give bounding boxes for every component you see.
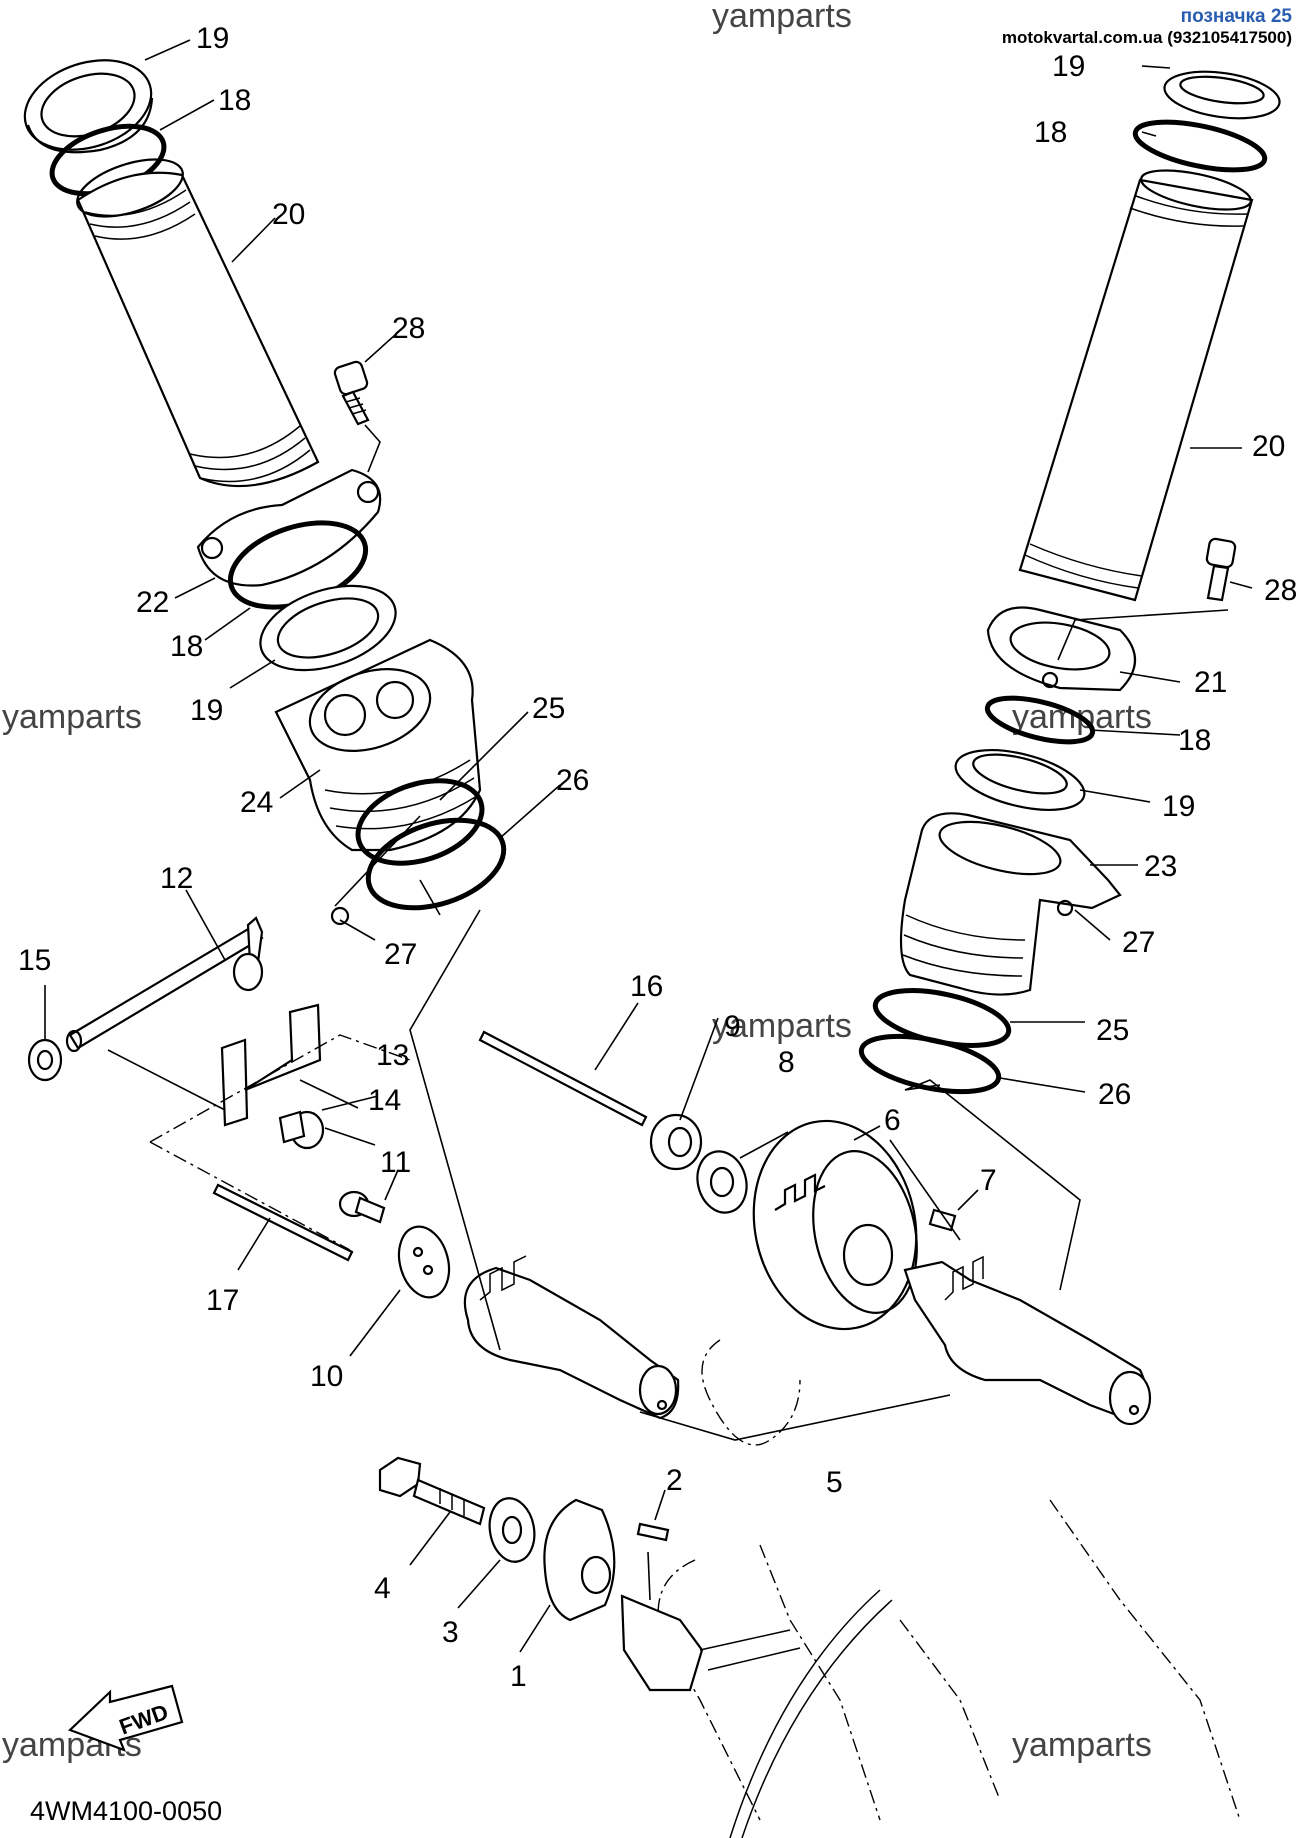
left-oring-26	[365, 817, 507, 911]
left-seal-19	[259, 584, 397, 672]
fwd-arrow-icon: FWD	[67, 1684, 184, 1752]
callout-27-right: 27	[1122, 926, 1155, 959]
callout-14: 14	[368, 1084, 401, 1117]
right-tube-20	[1018, 169, 1254, 602]
left-cap-19	[23, 59, 154, 154]
callout-26-right: 26	[1098, 1078, 1131, 1111]
right-cap-19	[1163, 70, 1281, 120]
watermark-center: yamparts	[712, 1007, 852, 1045]
key-2	[636, 1522, 670, 1542]
plate-10	[397, 1225, 451, 1299]
left-tube-20	[76, 158, 320, 488]
watermark-left: yamparts	[2, 698, 142, 736]
callout-10: 10	[310, 1360, 343, 1393]
rod-16	[478, 1030, 648, 1127]
callout-6: 6	[884, 1104, 901, 1137]
callout-19-right-mid: 19	[1162, 790, 1195, 823]
callout-24: 24	[240, 786, 273, 819]
callout-15: 15	[18, 944, 51, 977]
camshaft-left-5	[463, 1255, 680, 1420]
right-oring-18-top	[1132, 119, 1268, 173]
left-clip-27	[330, 906, 350, 926]
callout-25-right: 25	[1096, 1014, 1129, 1047]
left-oring-25	[355, 778, 485, 866]
diagram-code: 4WM4100-0050	[30, 1796, 223, 1826]
callout-28-left: 28	[392, 312, 425, 345]
callout-12: 12	[160, 862, 193, 895]
camshaft-right-5	[903, 1255, 1152, 1426]
callout-8: 8	[778, 1046, 795, 1079]
callout-9: 9	[724, 1010, 741, 1043]
callout-18-right-top: 18	[1034, 116, 1067, 149]
callout-18-left-mid: 18	[170, 630, 203, 663]
washer-15	[27, 1038, 63, 1082]
nut-9	[649, 1113, 703, 1171]
watermark-top: yamparts	[712, 0, 852, 35]
callout-19-left-mid: 19	[190, 694, 223, 727]
callout-1: 1	[510, 1660, 527, 1693]
callout-5: 5	[826, 1466, 843, 1499]
callout-17: 17	[206, 1284, 239, 1317]
leader-lines	[44, 39, 1253, 1653]
callout-23: 23	[1144, 850, 1177, 883]
crankcase-outline	[620, 1339, 1241, 1838]
callout-28-right: 28	[1264, 574, 1297, 607]
right-seal-19	[954, 749, 1086, 811]
washer-3	[488, 1497, 536, 1563]
callout-26-left: 26	[556, 764, 589, 797]
rod-17	[212, 1183, 354, 1262]
callout-25-left: 25	[532, 692, 565, 725]
watermark-bottom-right: yamparts	[1012, 1726, 1152, 1764]
right-oring-26	[858, 1033, 1002, 1095]
callout-21: 21	[1194, 666, 1227, 699]
left-housing-24	[274, 638, 482, 852]
bolt-4	[378, 1456, 486, 1526]
lever-shaft-12	[65, 916, 264, 1053]
callout-22: 22	[136, 586, 169, 619]
callout-20-left: 20	[272, 198, 305, 231]
source-stamp: позначка 25 motokvartal.com.ua (93210541…	[1002, 6, 1292, 48]
bolt-11	[338, 1190, 386, 1224]
callout-18-right-mid: 18	[1178, 724, 1211, 757]
callout-19-right-top: 19	[1052, 50, 1085, 83]
callout-11: 11	[380, 1146, 411, 1179]
right-oring-18-mid	[984, 695, 1096, 745]
callout-3: 3	[442, 1616, 459, 1649]
right-housing-23	[899, 812, 1122, 996]
stamp-title: позначка 25	[1180, 6, 1292, 27]
washer-8	[696, 1150, 748, 1214]
callout-13: 13	[376, 1039, 409, 1072]
right-bolt-28	[1205, 537, 1237, 602]
callout-16: 16	[630, 970, 663, 1003]
callout-2: 2	[666, 1464, 683, 1497]
callout-18-left-top: 18	[218, 84, 251, 117]
callout-labels: 19 18 20 28 22 18 19 24 25 26 27 12 15 1…	[18, 22, 1297, 1693]
screw-14	[278, 1110, 325, 1150]
callout-7: 7	[980, 1164, 997, 1197]
callout-27-left: 27	[384, 938, 417, 971]
left-bolt-28	[333, 360, 370, 426]
callout-4: 4	[374, 1572, 391, 1605]
stamp-site: motokvartal.com.ua (932105417500)	[1001, 28, 1292, 47]
bracket-13	[220, 1003, 322, 1127]
right-clip-27	[1056, 899, 1074, 917]
sprocket-1	[543, 1498, 616, 1622]
callout-20-right: 20	[1252, 430, 1285, 463]
sprocket-6	[752, 1119, 918, 1331]
callout-19-left-top: 19	[196, 22, 229, 55]
right-flange-21	[986, 606, 1136, 692]
